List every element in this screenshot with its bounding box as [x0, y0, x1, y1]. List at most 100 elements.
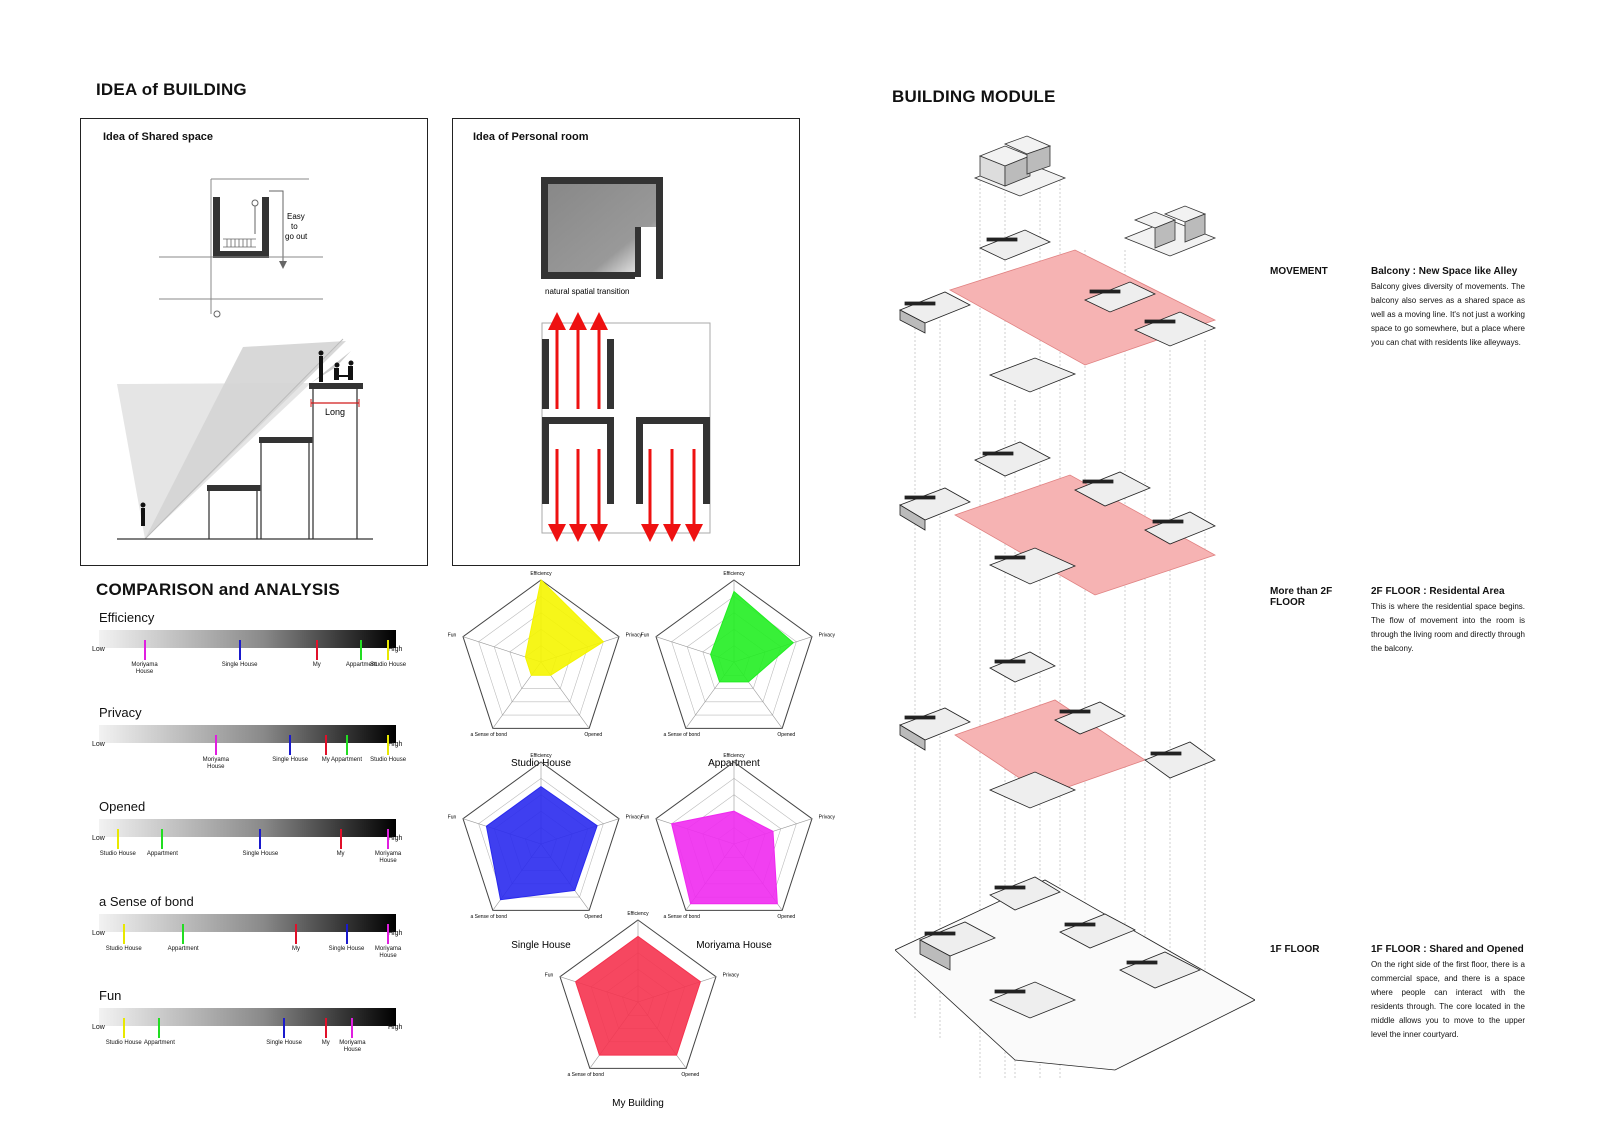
scale-marker	[143, 640, 146, 660]
scale-title: Opened	[99, 799, 146, 814]
scale-marker	[259, 829, 262, 849]
radar-axis-label: Opened	[777, 732, 795, 738]
personal-room-diagram: natural spatial transition	[541, 177, 711, 542]
radar-grid	[655, 761, 813, 911]
scale-high-label: High	[388, 646, 403, 653]
radar-axis-label: a Sense of bond	[470, 914, 507, 920]
scale-marker-label: Studio House	[370, 756, 407, 763]
scale-title: Privacy	[99, 704, 142, 720]
scale-high-label: High	[388, 835, 403, 842]
radar-axis-label: Fun	[641, 814, 650, 820]
scale-marker	[122, 923, 125, 944]
radar-title: Moriyama House	[696, 940, 772, 951]
scale-marker-label: Single House	[266, 1040, 302, 1046]
scale-marker-label: Studio House	[105, 945, 142, 952]
scale-marker-label: Appartment	[167, 945, 199, 952]
radar-area	[485, 785, 598, 901]
scale-marker	[387, 923, 390, 944]
personal-room-panel: Idea of Personal room natural spatial tr…	[452, 118, 800, 566]
floor2-head: More than 2F FLOOR	[1270, 586, 1333, 608]
scale-marker	[158, 1018, 161, 1038]
scale-low-label: Low	[92, 835, 105, 842]
scale-marker	[345, 923, 348, 944]
scale-marker	[289, 734, 292, 755]
shared-space-diagram: Easy to go out Long	[117, 178, 373, 540]
radar-title: Single House	[511, 940, 571, 951]
floor1-title: 1F FLOOR : Shared and Opened	[1371, 944, 1524, 955]
radar-axis-label: Fun	[545, 972, 554, 978]
scale-marker	[214, 734, 217, 755]
scale-marker-label: Studio House	[105, 1040, 142, 1046]
scale-marker-label: Appartment	[146, 851, 178, 857]
scale-high-label: High	[388, 929, 403, 937]
radar-axis-label: Efficiency	[723, 753, 745, 759]
radar-area	[710, 590, 795, 683]
scale-marker	[339, 829, 342, 849]
scale-marker	[238, 640, 241, 660]
radar-grid	[559, 919, 717, 1069]
scale-low-label: Low	[92, 740, 105, 748]
scale-low-label: Low	[92, 929, 105, 937]
scale-marker-label: Moriyama House	[339, 1040, 366, 1053]
scale-marker-label: Single House	[242, 851, 279, 857]
radar-grid	[462, 579, 620, 729]
scale-marker	[345, 734, 348, 755]
long-label: Long	[325, 407, 345, 417]
radar-axis-label: Privacy	[819, 814, 836, 820]
scale-marker	[387, 829, 390, 849]
scale-marker-label: My	[292, 945, 301, 952]
radar-grid	[671, 596, 797, 716]
scale-high-label: High	[388, 1024, 403, 1031]
floor2-text: This is where the residential space begi…	[1371, 602, 1525, 653]
radar-grid	[462, 761, 620, 911]
radar-area	[524, 578, 605, 676]
scale-low-label: Low	[92, 1024, 105, 1031]
scale-marker-label: My	[321, 756, 330, 763]
radar-axis-label: Opened	[584, 914, 602, 920]
balcony-level	[899, 229, 1217, 393]
scale-title: Efficiency	[99, 610, 155, 625]
scale-marker-label: Moriyama House	[374, 945, 402, 959]
easy-label-1: Easy	[287, 212, 305, 221]
easy-label-3: go out	[285, 232, 308, 241]
scale-marker	[387, 734, 390, 755]
scale-marker-label: Studio House	[99, 851, 136, 857]
movement-text: Balcony gives diversity of movements. Th…	[1371, 282, 1525, 347]
scale-high-label: High	[388, 740, 403, 748]
scale-marker-label: My	[321, 1040, 330, 1046]
scale-bar	[99, 819, 396, 837]
scale-bar	[99, 1008, 396, 1026]
radar-axis-label: Fun	[641, 632, 650, 638]
radar-axis-label: Fun	[448, 632, 457, 638]
scale-marker	[122, 1018, 125, 1038]
scale-marker	[283, 1018, 286, 1038]
floor1-head: 1F FLOOR	[1270, 944, 1320, 955]
scale-marker-label: Moriyama House	[131, 662, 158, 675]
radar-axis-label: Privacy	[626, 814, 643, 820]
radar-axis-label: a Sense of bond	[470, 732, 507, 738]
radar-axis-label: Efficiency	[530, 571, 552, 577]
scale-marker-label: My	[312, 662, 321, 668]
radar-axis-label: Privacy	[626, 632, 643, 638]
radar-axis-label: Efficiency	[530, 753, 552, 759]
scale-title: Fun	[99, 988, 122, 1003]
scale-marker	[182, 923, 185, 944]
radar-axis-label: Opened	[681, 1072, 699, 1078]
scale-marker-label: Single House	[328, 945, 365, 952]
radar-axis-label: Privacy	[819, 632, 836, 638]
scale-marker-label: Moriyama House	[374, 851, 402, 864]
scale-marker	[315, 640, 318, 660]
comparison-title: COMPARISON and ANALYSIS	[96, 580, 340, 599]
radar-axis-label: Opened	[584, 732, 602, 738]
radar-axis-label: Efficiency	[723, 571, 745, 577]
module-title: BUILDING MODULE	[892, 87, 1056, 106]
easy-label-2: to	[291, 222, 298, 231]
roof-level	[973, 135, 1217, 257]
shared-space-panel: Idea of Shared space Easy to go out	[80, 118, 428, 566]
scale-marker-label: Studio House	[370, 662, 407, 668]
floor-mid-level	[899, 651, 1216, 809]
scale-marker-label: Appartment	[143, 1040, 175, 1046]
radar-axis-label: Opened	[777, 914, 795, 920]
scale-low-label: Low	[92, 646, 105, 653]
scale-marker	[351, 1018, 354, 1038]
